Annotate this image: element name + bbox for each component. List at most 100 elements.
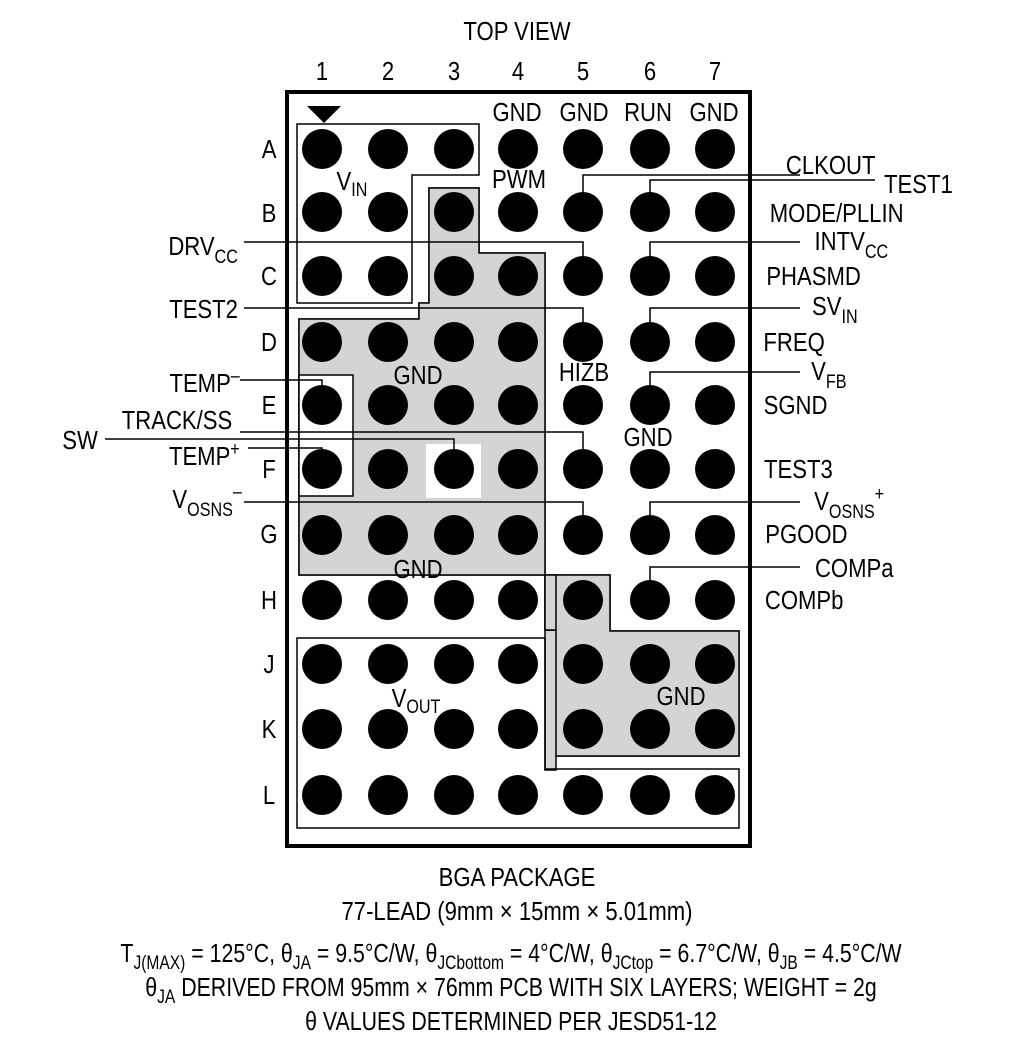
ball-c5: [563, 256, 603, 296]
pin-label-intvcc: INTVCC: [815, 227, 889, 262]
row-label: D: [261, 328, 277, 357]
gnd-label-k: GND: [656, 682, 705, 711]
ball-b2: [368, 192, 408, 232]
ball-c7: [695, 256, 735, 296]
pin-label-temp-plus: TEMP+: [169, 438, 240, 472]
ball-b7: [695, 192, 735, 232]
ball-h2: [368, 580, 408, 620]
column-label: 7: [709, 57, 721, 86]
vout-label: VOUT: [392, 684, 441, 717]
pin-label-temp-minus: TEMP–: [169, 365, 240, 399]
ball-k7: [695, 709, 735, 749]
ball-l4: [498, 775, 538, 815]
pin-label-compb: COMPb: [765, 586, 844, 615]
pin-label-hizb: HIZB: [559, 358, 609, 387]
pin-label-mode-pllin: MODE/PLLIN: [770, 199, 904, 228]
ball-b3: [434, 192, 474, 232]
ball-f2: [368, 449, 408, 489]
pin1-marker-icon: [307, 106, 341, 123]
ball-j7: [695, 644, 735, 684]
pin-label-sw: SW: [62, 426, 98, 455]
ball-c1: [302, 256, 342, 296]
ball-a2: [368, 129, 408, 169]
pin-label-vosns-minus: VOSNS–: [172, 481, 242, 521]
ball-k2: [368, 709, 408, 749]
ball-a4: [498, 129, 538, 169]
pin-label-a5: GND: [559, 98, 608, 127]
column-headers: 1 2 3 4 5 6 7: [316, 57, 721, 86]
ball-g1: [302, 515, 342, 555]
ball-f7: [695, 449, 735, 489]
ball-d6: [630, 322, 670, 362]
pin-label-drvcc: DRVCC: [168, 232, 238, 267]
ball-d5: [563, 322, 603, 362]
ball-l2: [368, 775, 408, 815]
pin-label-a6: RUN: [624, 98, 672, 127]
ball-c6: [630, 256, 670, 296]
ball-grid: [302, 129, 735, 815]
row-headers: A B C D E F G H J K L: [260, 135, 277, 810]
row-label: A: [262, 135, 278, 164]
ball-c2: [368, 256, 408, 296]
ball-d2: [368, 322, 408, 362]
ball-d1: [302, 322, 342, 362]
thermal-line-1: TJ(MAX) = 125°C, θJA = 9.5°C/W, θJCbotto…: [120, 939, 902, 973]
column-label: 5: [577, 57, 589, 86]
ball-a5: [563, 129, 603, 169]
pin-label-pgood: PGOOD: [765, 520, 847, 549]
pin-label-phasmd: PHASMD: [766, 262, 860, 291]
ball-h6: [630, 580, 670, 620]
thermal-line-3: θ VALUES DETERMINED PER JESD51-12: [305, 1007, 717, 1037]
ball-j6: [630, 644, 670, 684]
ball-f6: [630, 449, 670, 489]
vin-region: [296, 123, 480, 304]
pin-label-test3: TEST3: [764, 455, 833, 484]
row-label: L: [263, 781, 275, 810]
gnd-label-f: GND: [623, 423, 672, 452]
ball-g3: [434, 515, 474, 555]
ball-a1: [302, 129, 342, 169]
column-label: 3: [448, 57, 460, 86]
ball-h1: [302, 580, 342, 620]
row-label: E: [262, 391, 277, 420]
ball-k6: [630, 709, 670, 749]
ball-h3: [434, 580, 474, 620]
ball-f5: [563, 449, 603, 489]
ball-b4: [498, 192, 538, 232]
row-label: G: [260, 520, 277, 549]
ball-g4: [498, 515, 538, 555]
ball-l3: [434, 775, 474, 815]
package-name: BGA PACKAGE: [439, 863, 596, 892]
row-label: F: [262, 455, 275, 484]
gnd-label-d: GND: [393, 361, 442, 390]
column-label: 6: [644, 57, 656, 86]
pin-label-vfb: VFB: [811, 357, 846, 392]
row-label: J: [263, 650, 274, 679]
column-label: 4: [512, 57, 524, 86]
ball-k3: [434, 709, 474, 749]
ball-l6: [630, 775, 670, 815]
ball-b5: [563, 192, 603, 232]
thermal-line-2: θJA DERIVED FROM 95mm × 76mm PCB WITH SI…: [145, 973, 876, 1007]
ball-f1: [302, 449, 342, 489]
ball-a3: [434, 129, 474, 169]
pin-label-vosns-plus: VOSNS+: [814, 483, 884, 523]
ball-e5: [563, 385, 603, 425]
row-label: C: [261, 262, 277, 291]
ball-j2: [368, 644, 408, 684]
ball-a6: [630, 129, 670, 169]
ball-k1: [302, 709, 342, 749]
pin-label-freq: FREQ: [763, 328, 824, 357]
package-lead: 77-LEAD (9mm × 15mm × 5.01mm): [342, 897, 693, 926]
pin-label-track-ss: TRACK/SS: [122, 406, 232, 435]
ball-e2: [368, 385, 408, 425]
ball-k5: [563, 709, 603, 749]
pin-label-pwm: PWM: [492, 165, 546, 194]
ball-b6: [630, 192, 670, 232]
vin-label: VIN: [337, 167, 368, 200]
pin-label-a7: GND: [689, 98, 738, 127]
row-label: H: [261, 586, 277, 615]
column-label: 2: [382, 57, 394, 86]
ball-a7: [695, 129, 735, 169]
